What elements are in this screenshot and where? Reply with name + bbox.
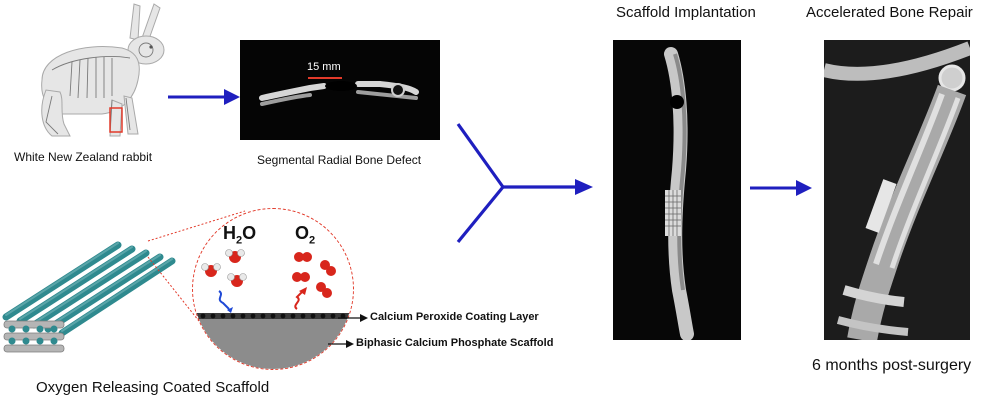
timepoint-label: 6 months post-surgery bbox=[812, 357, 972, 374]
coating-pointer bbox=[338, 314, 368, 322]
implantation-xray-image bbox=[613, 40, 741, 340]
oxygen-release-arrow bbox=[294, 290, 304, 310]
defect-label: Segmental Radial Bone Defect bbox=[257, 153, 422, 167]
arrow-to-defect bbox=[168, 89, 240, 105]
repair-xray-image bbox=[824, 40, 970, 340]
coating-label: Calcium Peroxide Coating Layer bbox=[370, 311, 539, 323]
defect-site-marker bbox=[109, 107, 123, 133]
repair-title: Accelerated Bone Repair bbox=[806, 4, 973, 21]
magnified-surface-circle: H2O O2 bbox=[192, 208, 354, 370]
water-influx-arrow bbox=[218, 290, 230, 310]
zoom-callout bbox=[147, 210, 246, 336]
water-molecules bbox=[201, 249, 247, 287]
merge-arrow bbox=[456, 123, 593, 244]
defect-xray-image: 15 mm bbox=[240, 40, 440, 140]
arrow-to-repair bbox=[750, 180, 812, 196]
scaffold-label: Oxygen Releasing Coated Scaffold bbox=[36, 379, 270, 396]
bcp-pointer bbox=[328, 340, 354, 348]
implantation-title: Scaffold Implantation bbox=[616, 4, 756, 21]
defect-length-label: 15 mm bbox=[307, 61, 341, 73]
bcp-label: Biphasic Calcium Phosphate Scaffold bbox=[356, 337, 554, 349]
scaffold-lattice bbox=[2, 241, 176, 353]
oxygen-label: O2 bbox=[295, 223, 316, 247]
rabbit-illustration bbox=[41, 3, 165, 137]
water-label: H2O bbox=[223, 223, 257, 247]
oxygen-molecules bbox=[292, 252, 336, 298]
rabbit-label: White New Zealand rabbit bbox=[14, 150, 153, 164]
